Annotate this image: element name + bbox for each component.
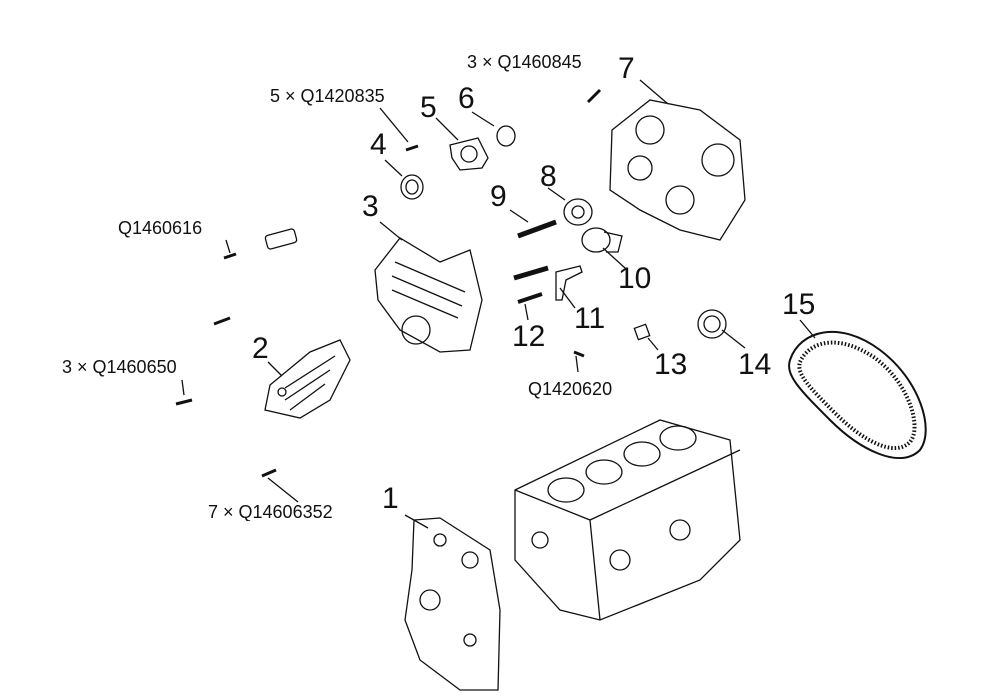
callout-14: 14	[738, 348, 772, 381]
part-number-label: 3 × Q1460650	[62, 357, 177, 377]
gasket-1	[404, 517, 501, 691]
part-number-label: 3 × Q1460845	[467, 52, 582, 72]
callout-4: 4	[370, 128, 387, 161]
callout-10: 10	[618, 262, 652, 295]
callout-1: 1	[382, 482, 399, 515]
callout-11: 11	[574, 302, 606, 335]
seal-4	[400, 174, 424, 200]
leader-lines	[181, 79, 816, 529]
callout-5: 5	[420, 91, 437, 124]
callout-3: 3	[362, 190, 379, 223]
rear-plate-7	[609, 99, 746, 241]
callout-13: 13	[654, 348, 688, 381]
part-number-label: Q1460616	[118, 218, 203, 238]
bracket-11	[555, 265, 583, 301]
callout-8: 8	[540, 160, 557, 193]
callout-9: 9	[490, 180, 507, 213]
oring-6	[496, 125, 516, 147]
callout-7: 7	[618, 52, 635, 85]
idler-8	[563, 198, 593, 226]
seal-14	[697, 309, 727, 339]
callout-2: 2	[252, 332, 269, 365]
timing-belt-15	[788, 330, 927, 460]
part-number-label: 5 × Q1420835	[270, 86, 385, 106]
engine-block	[514, 419, 741, 621]
part-number-label: Q1420620	[528, 379, 613, 399]
callout-6: 6	[458, 82, 475, 115]
tensioner-10	[581, 227, 611, 253]
timing-cover-3	[374, 237, 483, 353]
part-number-label: 7 × Q14606352	[208, 503, 333, 521]
callout-12: 12	[512, 320, 546, 353]
callout-15: 15	[782, 288, 816, 321]
lower-cover-2	[264, 339, 351, 419]
bolts	[175, 88, 651, 478]
flange-5	[449, 137, 489, 171]
sensor-part	[264, 228, 298, 250]
